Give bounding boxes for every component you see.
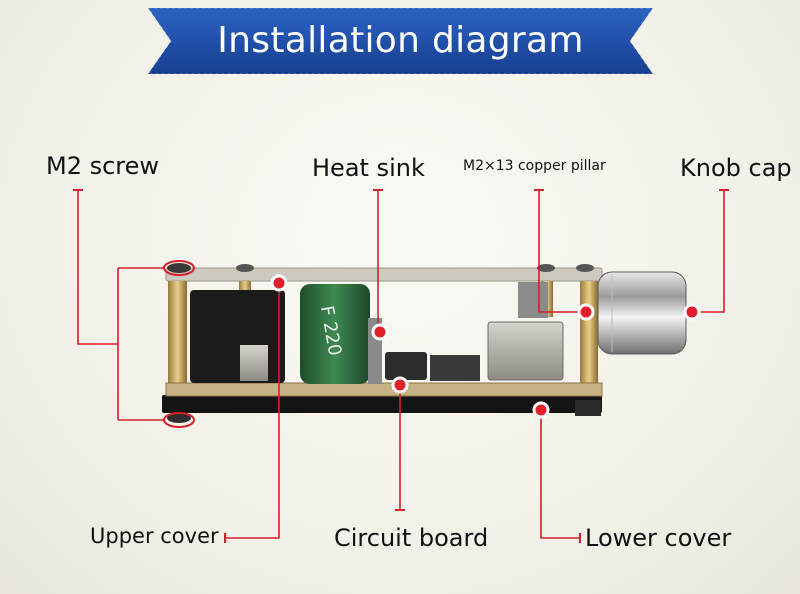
label-knob-cap: Knob cap [680,154,792,182]
title-banner: Installation diagram [148,8,653,80]
copper-pillar-marker [577,303,595,321]
top-screw-left [167,263,191,273]
potentiometer [487,321,564,381]
capacitor [300,284,370,384]
lower-cover-marker [532,401,550,419]
m2-screw-marker-top [163,260,195,276]
knob-cap-marker [683,303,701,321]
banner-ribbon [148,8,653,75]
label-copper-pillar: M2×13 copper pillar [463,158,606,174]
upper-cover-marker [270,274,288,292]
label-upper-cover: Upper cover [90,524,219,548]
label-lower-cover: Lower cover [585,524,732,552]
label-circuit-board: Circuit board [334,524,489,552]
circuit-board-marker [391,376,409,394]
m2-screw-marker-bottom [163,412,195,428]
label-m2-screw: M2 screw [46,152,160,180]
circuit-board [165,382,603,397]
bottom-screw-left [167,413,191,423]
label-heat-sink: Heat sink [312,154,425,182]
heat-sink-marker [371,323,389,341]
page-title: Installation diagram [217,20,584,61]
copper-pillar-left [168,281,187,386]
lower-cover-plate [162,395,602,413]
